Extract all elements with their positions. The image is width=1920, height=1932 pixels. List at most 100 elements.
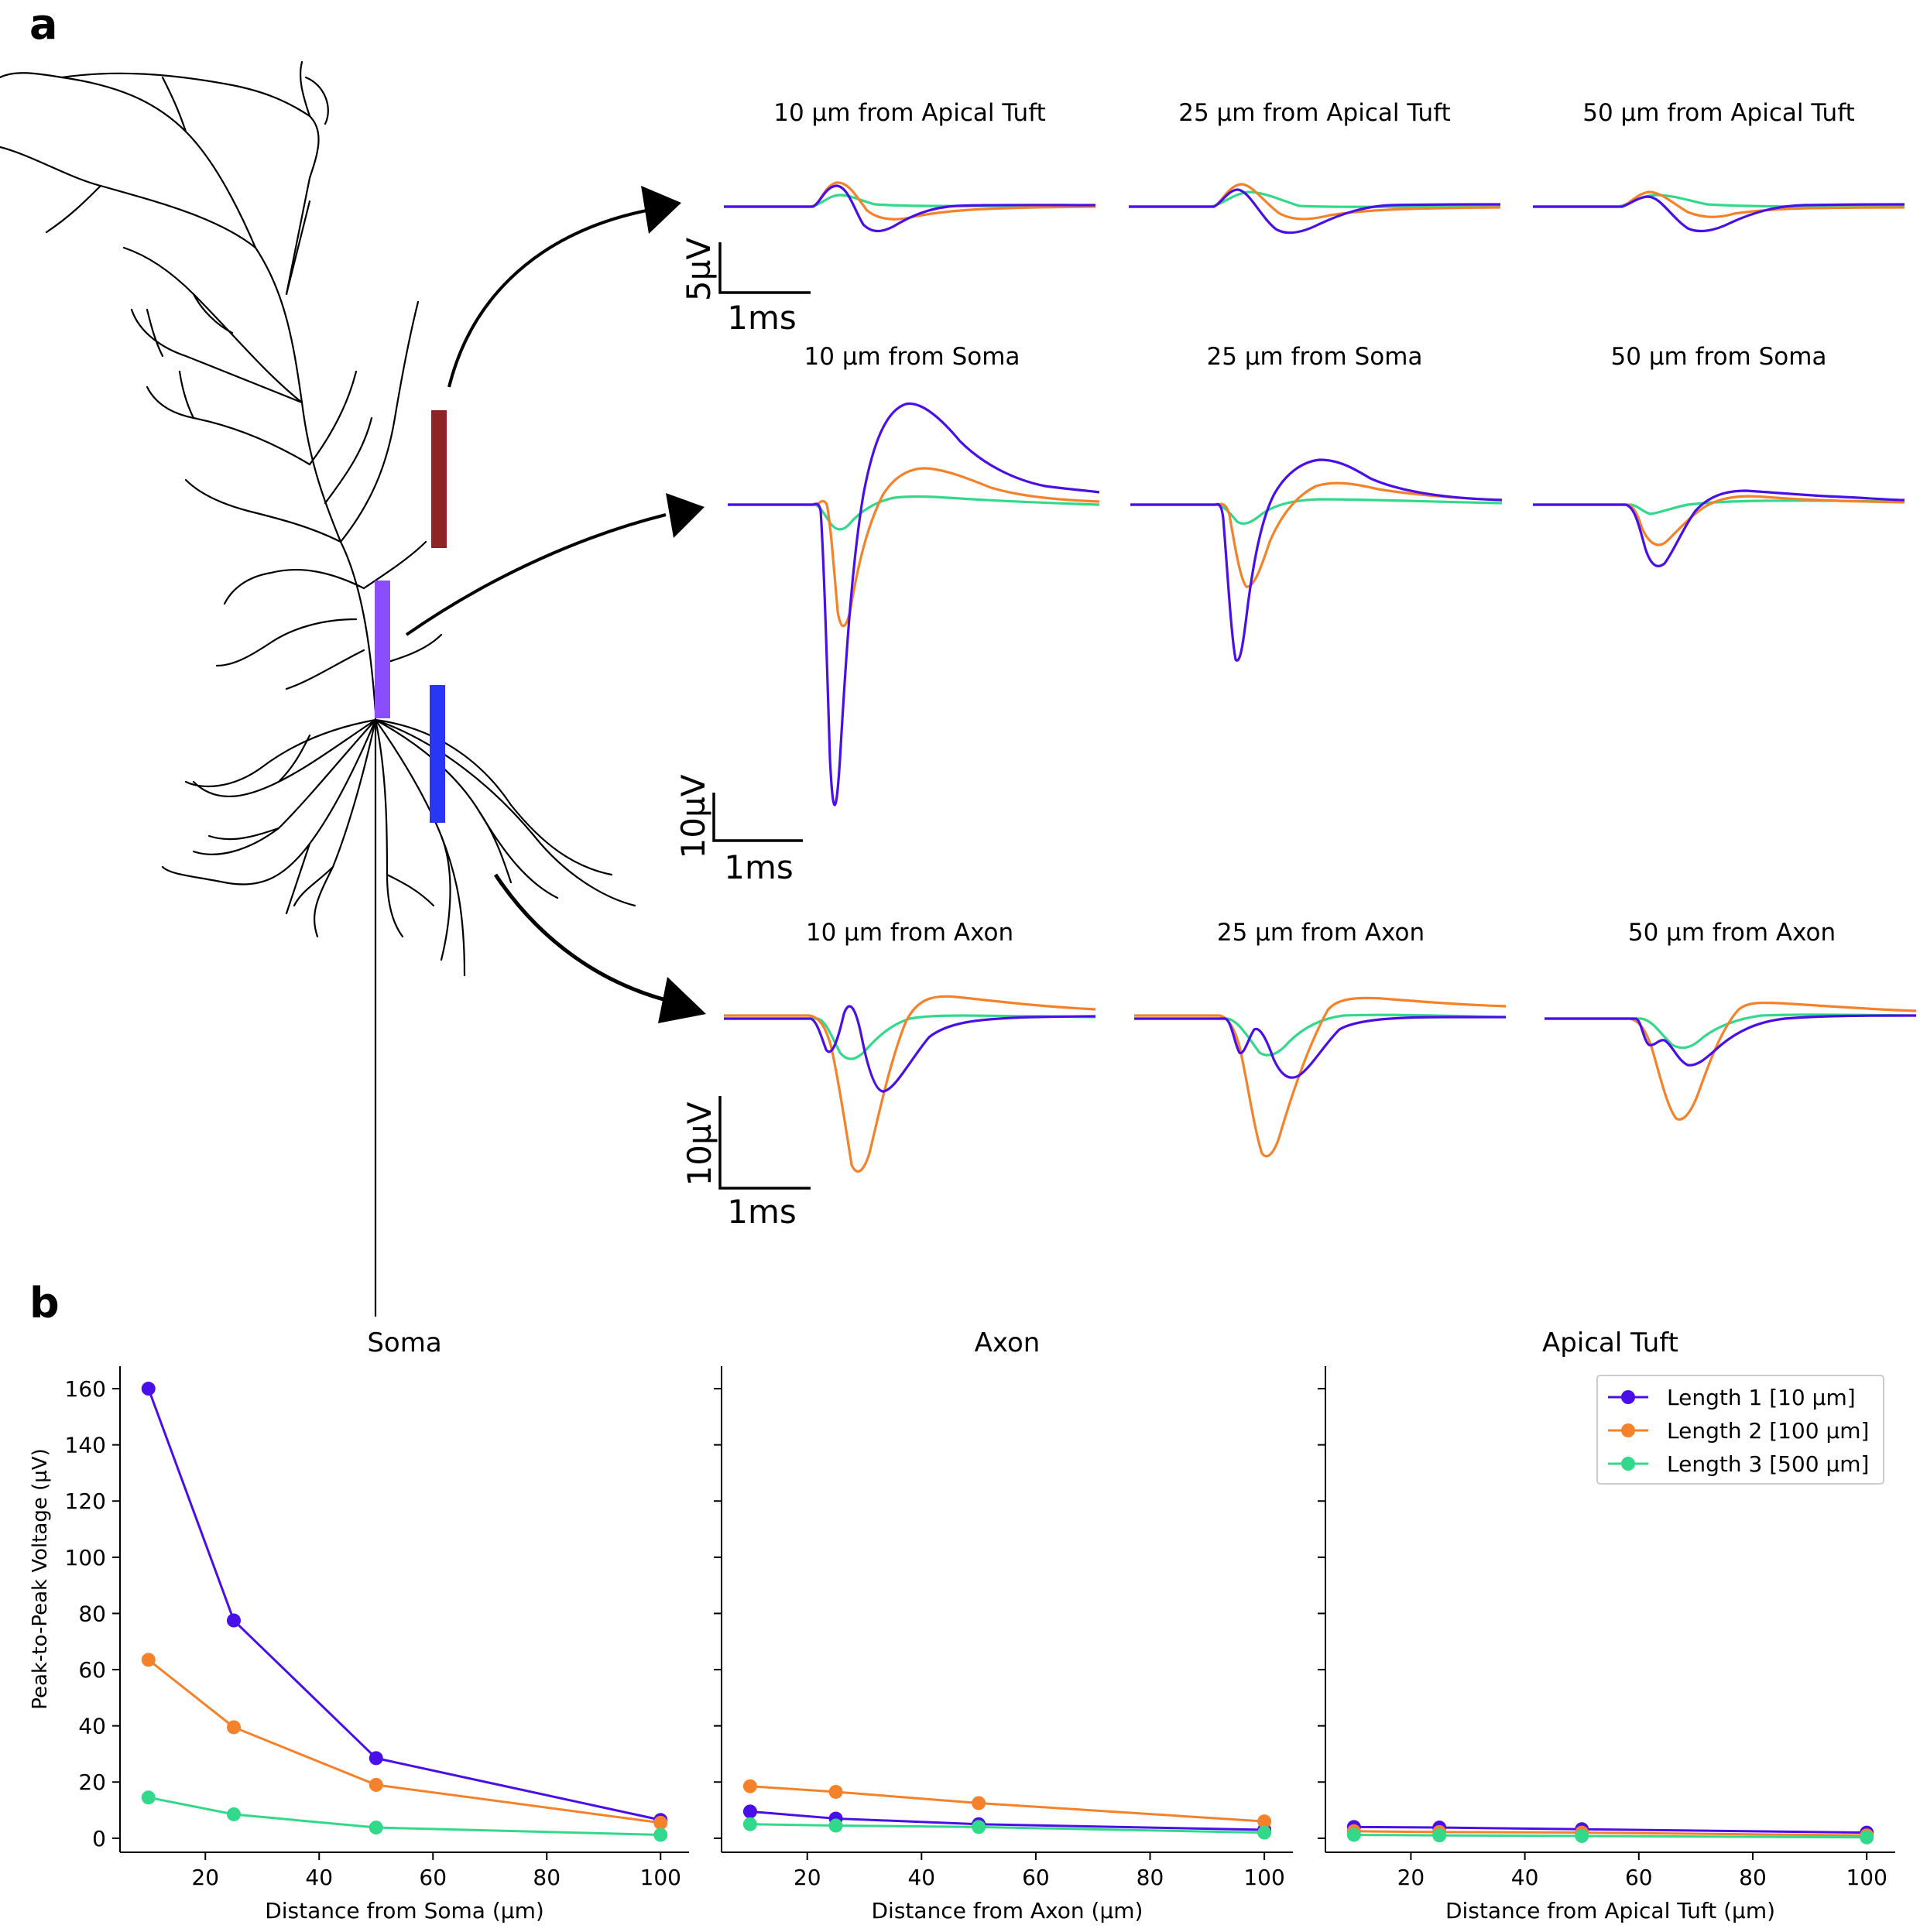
trace-title-axon-25: 25 µm from Axon [1217,919,1425,947]
legend-box [1596,1375,1884,1485]
data-point [141,1382,156,1396]
scale-bar-axon [718,1096,811,1190]
waveforms-axon-25 [1134,996,1507,1158]
data-point [972,1820,986,1834]
arrow-to-soma [405,513,667,636]
trace-title-soma-10: 10 µm from Soma [804,343,1020,371]
scale-bar-soma [712,793,803,842]
series-line-3 [148,1796,661,1836]
y-tick-label: 120 [65,1488,106,1514]
waveforms-tuft-50 [1533,190,1905,233]
data-point [1860,1830,1874,1845]
trace-title-axon-50: 50 µm from Axon [1628,919,1836,947]
x-tick-label: 40 [1511,1865,1539,1890]
data-point [141,1653,156,1667]
x-axis-label: Distance from Apical Tuft (µm) [1445,1898,1775,1923]
series-line-3 [1353,1833,1867,1839]
data-point [369,1751,383,1766]
data-point [742,1804,757,1819]
x-tick-label: 60 [1625,1865,1653,1890]
data-point [227,1807,241,1821]
x-tick-label: 40 [907,1865,935,1890]
x-tick-label: 60 [1022,1865,1050,1890]
series-line-2 [147,1659,661,1824]
chart-title: Soma [367,1327,441,1358]
arrow-to-tuft [447,209,647,388]
panel-label-a: a [29,0,57,49]
data-point [227,1720,241,1735]
trace-title-tuft-50: 50 µm from Apical Tuft [1582,99,1854,127]
neuron-morphology [0,60,636,1317]
data-point [369,1777,383,1792]
series-line-2 [749,1785,1265,1823]
trace-title-soma-50: 50 µm from Soma [1611,343,1827,371]
trace-title-tuft-25: 25 µm from Apical Tuft [1178,99,1450,127]
legend-entry: Length 1 [10 µm] [1667,1385,1856,1410]
scale-bar-soma-t: 1ms [724,848,794,886]
data-point [742,1817,757,1831]
y-tick-label: 40 [78,1714,106,1739]
waveforms-tuft-25 [1129,183,1501,235]
scale-bar-soma-v: 10µV [674,774,712,858]
trace-title-soma-25: 25 µm from Soma [1207,343,1423,371]
waveforms-axon-10 [724,995,1096,1173]
waveforms-soma-50 [1533,489,1905,567]
series-line-3 [749,1823,1265,1834]
series-line-1 [1353,1825,1867,1834]
x-tick-label: 20 [794,1865,821,1890]
waveforms-soma-10 [728,402,1100,807]
scale-bar-tuft [718,242,811,294]
data-point [828,1818,843,1833]
arrow-to-soma-head [666,493,705,538]
waveforms-soma-25 [1130,458,1503,662]
data-point [369,1821,383,1835]
data-point [972,1796,986,1810]
y-tick-label: 160 [65,1376,106,1402]
x-tick-label: 100 [1846,1865,1887,1890]
scale-bar-tuft-v: 5µV [680,238,718,301]
x-tick-label: 80 [1137,1865,1164,1890]
series-line-1 [749,1810,1265,1831]
probe-soma [375,581,390,718]
x-tick-label: 100 [1243,1865,1284,1890]
legend-swatch-marker [1621,1390,1635,1404]
panel-label-b: b [29,1279,60,1327]
data-point [653,1815,668,1830]
series-line-2 [1353,1830,1867,1837]
x-tick-label: 20 [191,1865,219,1890]
waveforms [724,181,1917,1173]
y-tick-label: 0 [92,1826,106,1852]
scale-bar-axon-v: 10µV [681,1101,718,1186]
data-point [1575,1828,1589,1843]
legend-swatch-marker [1621,1457,1635,1471]
x-axis-label: Distance from Soma (µm) [265,1898,544,1923]
waveforms-tuft-10 [724,181,1096,233]
x-axis-label: Distance from Axon (µm) [872,1898,1143,1923]
x-tick-label: 80 [533,1865,561,1890]
trace-title-axon-10: 10 µm from Axon [806,919,1013,947]
legend-swatch-marker [1621,1423,1635,1437]
y-axis-label: Peak-to-Peak Voltage (µV) [29,1448,52,1710]
x-tick-label: 60 [419,1865,447,1890]
y-tick-label: 60 [78,1657,106,1683]
x-tick-label: 40 [305,1865,333,1890]
legend-entry: Length 2 [100 µm] [1667,1418,1869,1444]
y-tick-label: 100 [65,1545,106,1571]
waveforms-axon-50 [1545,1001,1917,1121]
arrow-to-axon [493,873,667,1002]
y-tick-label: 20 [78,1769,106,1795]
x-tick-label: 100 [640,1865,681,1890]
legend-entry: Length 3 [500 µm] [1667,1451,1869,1477]
data-point [1257,1825,1272,1840]
data-point [742,1779,757,1793]
data-point [227,1613,241,1628]
scale-bar-tuft-t: 1ms [727,299,797,337]
probe-apical-tuft [431,410,447,548]
trace-title-tuft-10: 10 µm from Apical Tuft [773,99,1045,127]
scale-bar-axon-t: 1ms [727,1193,797,1231]
